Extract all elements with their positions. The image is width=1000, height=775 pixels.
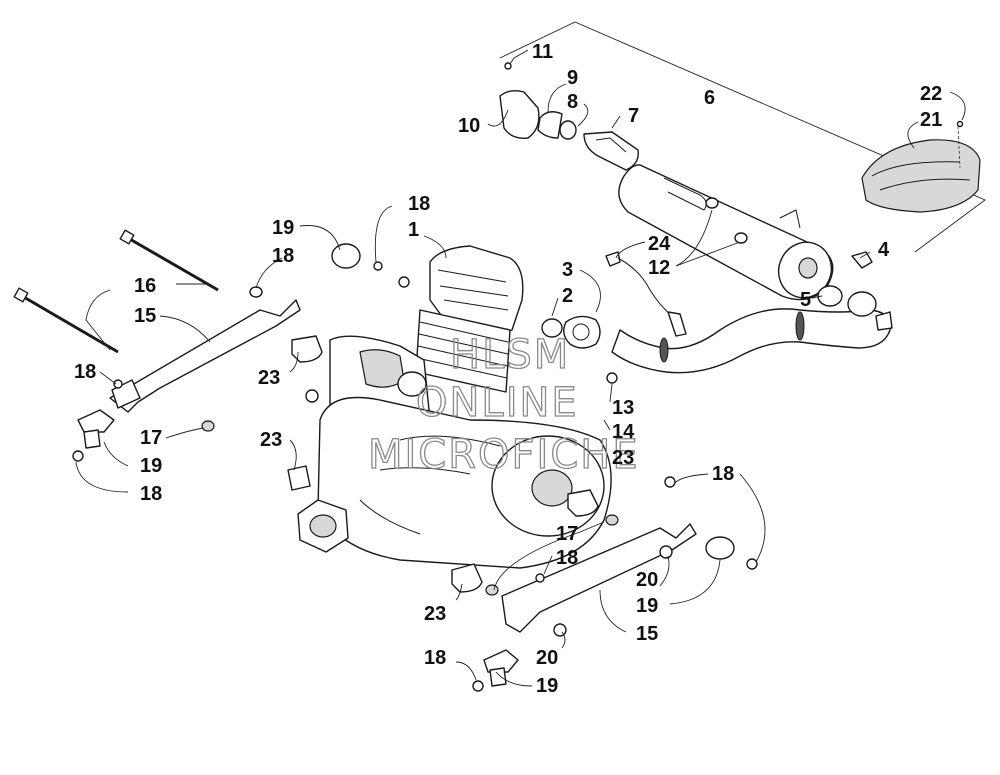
callout-23-middle-right: 23 bbox=[612, 447, 634, 469]
watermark: HLSM ONLINE MICROFICHE bbox=[367, 331, 640, 478]
watermark-line-3: MICROFICHE bbox=[368, 432, 640, 478]
callout-23-bottom: 23 bbox=[424, 603, 446, 625]
callout-14: 14 bbox=[612, 421, 635, 443]
muffler bbox=[618, 164, 834, 301]
callout-15-left: 15 bbox=[134, 305, 156, 327]
callout-10: 10 bbox=[458, 115, 480, 137]
callout-18-left-top: 18 bbox=[272, 245, 294, 267]
callout-21: 21 bbox=[920, 109, 942, 131]
leader-lines bbox=[75, 49, 966, 687]
callout-18-bottom: 18 bbox=[424, 647, 446, 669]
callout-6: 6 bbox=[704, 87, 715, 109]
engine bbox=[297, 245, 618, 569]
callout-23-left-middle: 23 bbox=[260, 429, 282, 451]
callout-19-left: 19 bbox=[140, 455, 162, 477]
callout-12: 12 bbox=[648, 257, 670, 279]
callout-16: 16 bbox=[134, 275, 156, 297]
left-mount-hardware bbox=[72, 243, 383, 491]
callout-18-right: 18 bbox=[712, 463, 734, 485]
callout-4: 4 bbox=[878, 239, 890, 261]
tailpipe-parts bbox=[499, 62, 639, 171]
callout-19-right: 19 bbox=[636, 595, 658, 617]
callout-13: 13 bbox=[612, 397, 634, 419]
heat-shield bbox=[861, 120, 981, 213]
callout-3: 3 bbox=[562, 259, 573, 281]
left-mount-bolts bbox=[13, 229, 219, 354]
callout-18-right-middle: 18 bbox=[556, 547, 578, 569]
callout-18-left: 18 bbox=[74, 361, 96, 383]
callout-1: 1 bbox=[408, 219, 419, 241]
callout-7: 7 bbox=[628, 105, 639, 127]
callout-15-right: 15 bbox=[636, 623, 658, 645]
callout-2: 2 bbox=[562, 285, 573, 307]
callout-17-right: 17 bbox=[556, 523, 578, 545]
callout-24: 24 bbox=[648, 233, 671, 255]
callout-22: 22 bbox=[920, 83, 942, 105]
callout-labels: 11 9 8 6 7 10 22 21 18 1 19 18 16 15 24 … bbox=[74, 41, 942, 697]
sensor-cable bbox=[605, 251, 687, 337]
right-mount-bracket bbox=[501, 523, 697, 633]
callout-11: 11 bbox=[532, 41, 553, 63]
callout-18-left-bottom: 18 bbox=[140, 483, 162, 505]
callout-5: 5 bbox=[800, 289, 811, 311]
watermark-line-1: HLSM bbox=[450, 332, 570, 378]
callout-20-right: 20 bbox=[636, 569, 658, 591]
right-mount-hardware bbox=[451, 476, 758, 692]
callout-19-top: 19 bbox=[272, 217, 294, 239]
callout-9: 9 bbox=[567, 67, 578, 89]
callout-20-bottom: 20 bbox=[536, 647, 558, 669]
callout-17-left: 17 bbox=[140, 427, 162, 449]
callout-18-top: 18 bbox=[408, 193, 430, 215]
exhaust-group-outline bbox=[499, 21, 986, 253]
callout-23-upper: 23 bbox=[258, 367, 280, 389]
callout-19-bottom: 19 bbox=[536, 675, 558, 697]
watermark-line-2: ONLINE bbox=[416, 380, 579, 426]
callout-8: 8 bbox=[567, 91, 578, 113]
exhaust-gaskets bbox=[541, 251, 893, 349]
exhaust-pipe bbox=[611, 308, 891, 374]
